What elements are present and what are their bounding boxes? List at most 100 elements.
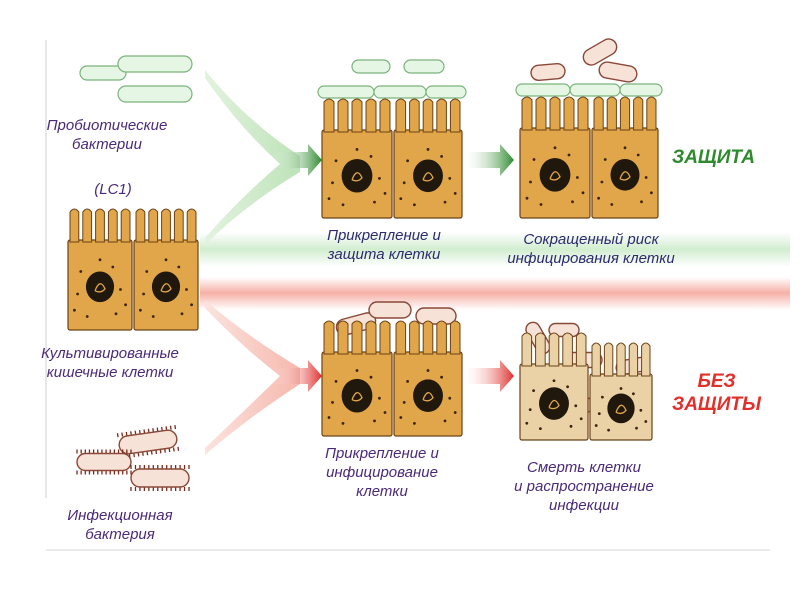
- no-protection-state-line1: БЕЗ: [697, 371, 736, 392]
- microvillus: [646, 96, 657, 131]
- microvillus: [323, 98, 335, 133]
- granule: [532, 158, 536, 161]
- no-protection-state-line2: ЗАЩИТЫ: [672, 394, 761, 415]
- granule: [650, 191, 653, 195]
- attach-infect-label-line3: клетки: [356, 483, 408, 500]
- granule: [603, 158, 607, 161]
- microvillus: [619, 96, 631, 131]
- granule: [413, 203, 416, 207]
- cell-death-label-line2: и распространение: [514, 478, 654, 495]
- microvillus: [69, 208, 80, 243]
- infected-cell-right: [393, 320, 463, 437]
- granule: [610, 203, 614, 206]
- granule: [448, 396, 452, 400]
- granule: [532, 389, 535, 392]
- granule: [448, 177, 452, 180]
- nucleolus: [549, 171, 561, 181]
- green-arrow-1: [272, 144, 322, 176]
- granule: [402, 401, 406, 404]
- granule: [355, 369, 359, 372]
- granule: [443, 200, 447, 204]
- attach-protect-label: Прикрепление и защита клетки: [296, 226, 472, 264]
- cultured-cell-left: [67, 208, 133, 331]
- cultured-cell-right: [133, 208, 199, 331]
- probiotic-label: Пробиотические бактерии: [24, 116, 190, 154]
- granule: [640, 200, 643, 204]
- microvillus: [379, 98, 391, 133]
- granule: [164, 258, 168, 262]
- probiotic-bacterium-3: [117, 85, 193, 103]
- blocked-pathogen-3: [530, 62, 566, 82]
- granule: [331, 401, 334, 404]
- granule: [334, 159, 338, 163]
- granule: [453, 411, 457, 414]
- microvillus: [107, 208, 118, 243]
- granule: [576, 176, 579, 179]
- reduced-risk-label-line1: Сокращенный риск: [523, 231, 659, 248]
- reduced-risk-label-line2: инфицирования клетки: [507, 250, 675, 267]
- microvillus: [422, 98, 434, 133]
- granule: [623, 146, 627, 150]
- granule: [341, 203, 345, 207]
- reduced-risk-label: Сокращенный риск инфицирования клетки: [484, 230, 698, 268]
- granule: [636, 153, 640, 157]
- granule: [571, 200, 574, 204]
- microvillus: [422, 320, 434, 355]
- probiotic-layer-2: [373, 85, 427, 99]
- microvillus: [148, 208, 159, 243]
- flagellum: [116, 433, 119, 438]
- microvillus: [409, 98, 420, 133]
- microvillus: [616, 342, 626, 377]
- granule: [85, 315, 89, 318]
- flagellum: [177, 446, 180, 451]
- granule: [443, 419, 447, 423]
- microvillus: [549, 96, 561, 131]
- red-arrow-2: [462, 360, 514, 392]
- granule: [594, 424, 598, 427]
- granule: [579, 417, 583, 421]
- flagellum: [121, 432, 124, 437]
- granule: [632, 392, 635, 396]
- microvillus: [591, 342, 601, 377]
- granule: [453, 191, 457, 195]
- cell-death-label-line3: инфекции: [549, 497, 619, 514]
- nucleus: [85, 271, 115, 303]
- granule: [331, 181, 334, 185]
- red-arrow-1: [272, 360, 322, 392]
- microvillus: [365, 98, 377, 133]
- nucleolus: [422, 172, 434, 182]
- attach-protect-label-line1: Прикрепление и: [327, 227, 441, 244]
- granule: [607, 428, 610, 432]
- dying-cell-right: [589, 342, 653, 441]
- granule: [402, 181, 406, 185]
- flagellum: [174, 425, 177, 430]
- nucleus: [610, 158, 640, 191]
- granule: [327, 197, 331, 201]
- pathogen-body: [582, 38, 618, 66]
- probiotic-layer-3: [425, 85, 467, 99]
- nucleolus: [548, 399, 560, 410]
- pathogen-body: [130, 468, 190, 488]
- flagellum: [172, 447, 175, 452]
- probiotic-bacterium-2: [117, 55, 193, 73]
- granule: [383, 191, 387, 195]
- infectious-label-line1: Инфекционная: [67, 507, 173, 524]
- microvillus: [535, 96, 547, 131]
- pathogen-body: [598, 61, 638, 83]
- attach-infect-label-line1: Прикрепление и: [325, 445, 439, 462]
- granule: [581, 191, 585, 195]
- microvillus: [395, 98, 407, 133]
- nucleolus: [351, 392, 363, 402]
- granule: [98, 258, 102, 262]
- granule: [597, 412, 601, 415]
- nucleolus: [351, 172, 363, 182]
- probiotic-bacterium-4: [351, 59, 391, 74]
- granule: [383, 411, 387, 414]
- granule: [151, 315, 155, 318]
- granule: [142, 292, 146, 296]
- granule: [378, 396, 381, 400]
- probiotic-bacterium-5: [403, 59, 445, 74]
- flagellum: [169, 425, 172, 430]
- granule: [440, 155, 443, 158]
